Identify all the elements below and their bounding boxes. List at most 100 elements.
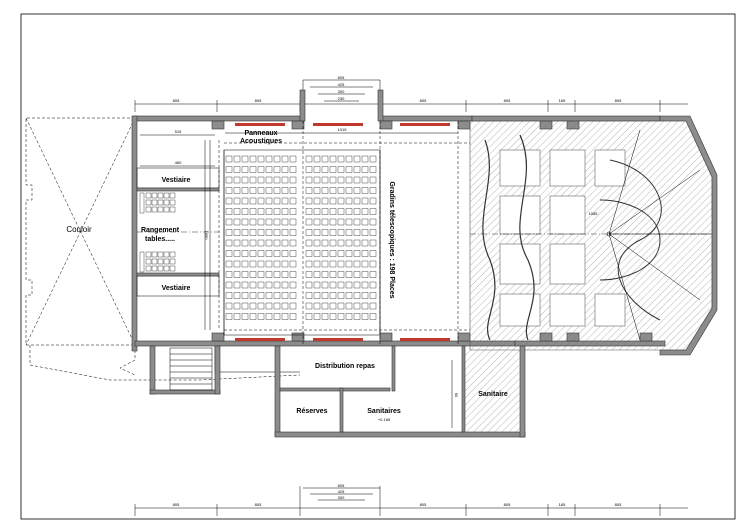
seat bbox=[249, 229, 257, 236]
corridor bbox=[25, 117, 301, 381]
seat bbox=[345, 302, 353, 310]
seat bbox=[313, 208, 321, 215]
seat bbox=[345, 197, 353, 205]
seat bbox=[353, 250, 361, 257]
seat bbox=[361, 281, 369, 289]
seat bbox=[353, 313, 361, 320]
seat bbox=[305, 208, 313, 215]
seat bbox=[289, 218, 297, 226]
seat bbox=[225, 271, 233, 278]
seat bbox=[329, 218, 337, 226]
seat bbox=[241, 197, 249, 205]
seat bbox=[337, 250, 345, 257]
seat bbox=[329, 302, 337, 310]
top-bay-dimension: 605 425 300 230 bbox=[302, 75, 381, 116]
seat bbox=[329, 187, 337, 194]
seat bbox=[321, 313, 329, 320]
seat bbox=[241, 313, 249, 320]
seat bbox=[345, 292, 353, 299]
seat bbox=[369, 302, 377, 310]
dim-stack-4: 230 bbox=[338, 96, 345, 101]
seat bbox=[337, 229, 345, 236]
dim-small-1: 515 bbox=[175, 129, 182, 134]
room-label-vestiaire-bottom: Vestiaire bbox=[162, 285, 191, 292]
dim-side-1: 60 bbox=[454, 393, 459, 398]
seat bbox=[257, 208, 265, 215]
dim-top-6: 805 bbox=[615, 98, 622, 103]
dim-bottom-4: 805 bbox=[504, 502, 511, 507]
seat bbox=[353, 302, 361, 310]
seat bbox=[345, 187, 353, 194]
seat bbox=[337, 187, 345, 194]
seat bbox=[345, 218, 353, 226]
seat bbox=[329, 313, 337, 320]
seat bbox=[225, 187, 233, 194]
seat bbox=[305, 260, 313, 268]
acoustic-panels bbox=[235, 123, 450, 341]
seat bbox=[281, 271, 289, 278]
seat bbox=[265, 166, 273, 173]
seat bbox=[233, 208, 241, 215]
seat bbox=[265, 302, 273, 310]
seat bbox=[257, 155, 265, 163]
seat bbox=[281, 197, 289, 205]
seat bbox=[337, 197, 345, 205]
dim-bottom-5: 165 bbox=[559, 502, 566, 507]
seat bbox=[273, 197, 281, 205]
seat bbox=[289, 229, 297, 236]
seat bbox=[225, 260, 233, 268]
dim-bottom-2: 805 bbox=[255, 502, 262, 507]
seat bbox=[305, 281, 313, 289]
seat bbox=[313, 155, 321, 163]
seat bbox=[321, 239, 329, 247]
seat bbox=[225, 176, 233, 184]
room-label-rangement-2: tables..... bbox=[145, 236, 175, 243]
seat bbox=[345, 260, 353, 268]
seat bbox=[249, 271, 257, 278]
seat bbox=[353, 208, 361, 215]
seat bbox=[353, 155, 361, 163]
seat bbox=[233, 260, 241, 268]
seat bbox=[233, 187, 241, 194]
seat bbox=[249, 239, 257, 247]
label-panneaux-2: Acoustiques bbox=[240, 138, 282, 145]
room-label-sanitaires: Sanitaires bbox=[367, 408, 401, 415]
seat bbox=[257, 260, 265, 268]
seat bbox=[361, 155, 369, 163]
seat bbox=[369, 176, 377, 184]
seat bbox=[257, 218, 265, 226]
seat bbox=[361, 250, 369, 257]
seat bbox=[361, 302, 369, 310]
stage-grid bbox=[499, 149, 626, 327]
seat bbox=[369, 292, 377, 299]
seat bbox=[233, 229, 241, 236]
seat bbox=[289, 271, 297, 278]
seat bbox=[249, 155, 257, 163]
seat bbox=[305, 271, 313, 278]
seat bbox=[313, 271, 321, 278]
seat bbox=[233, 239, 241, 247]
seat bbox=[281, 176, 289, 184]
seat bbox=[305, 187, 313, 194]
seat bbox=[289, 197, 297, 205]
seat bbox=[345, 176, 353, 184]
seat bbox=[225, 239, 233, 247]
seat bbox=[225, 166, 233, 173]
top-dimension-chain: 805 805 805 805 165 805 bbox=[134, 98, 688, 112]
seat bbox=[257, 250, 265, 257]
seat bbox=[321, 166, 329, 173]
seat bbox=[361, 239, 369, 247]
seat bbox=[289, 260, 297, 268]
seat bbox=[329, 208, 337, 215]
seat bbox=[337, 239, 345, 247]
seat bbox=[345, 313, 353, 320]
seat bbox=[345, 250, 353, 257]
seat bbox=[329, 176, 337, 184]
seat bbox=[369, 281, 377, 289]
room-label-reserves: Réserves bbox=[296, 408, 327, 415]
seat bbox=[257, 302, 265, 310]
seat bbox=[337, 176, 345, 184]
seat bbox=[289, 155, 297, 163]
seat bbox=[345, 229, 353, 236]
seat bbox=[329, 239, 337, 247]
